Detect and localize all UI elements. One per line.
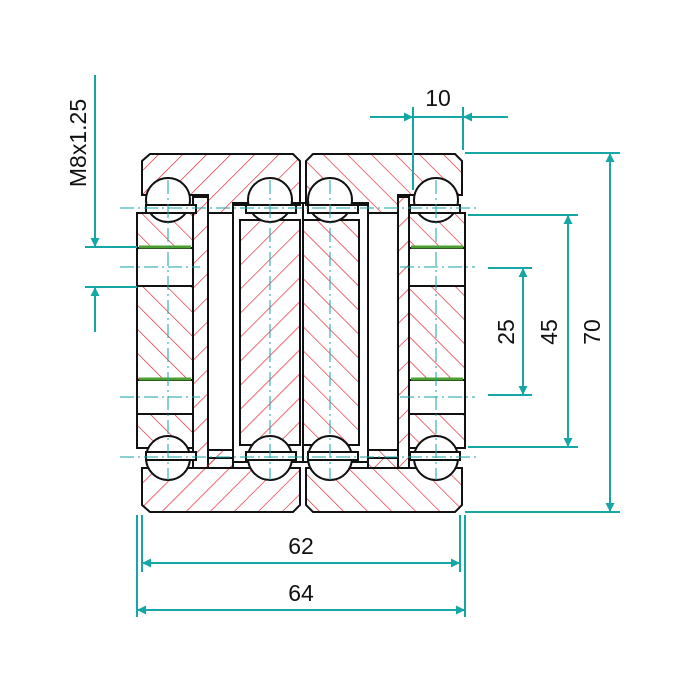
part-body	[120, 153, 480, 513]
oil-grooves	[139, 245, 463, 381]
dim-64-label: 64	[288, 580, 314, 606]
ball-retainers	[145, 204, 461, 461]
centerlines	[120, 180, 480, 480]
thread-label: M8x1.25	[65, 99, 91, 187]
dim-62-label: 62	[288, 533, 314, 559]
dim-10-label: 10	[425, 85, 451, 111]
dim-45-label: 45	[536, 319, 562, 345]
dimension-lines	[85, 107, 620, 617]
center-right-guide	[302, 219, 360, 446]
left-carriage	[192, 196, 234, 469]
right-carriage	[367, 196, 410, 469]
dim-70-label: 70	[579, 319, 605, 345]
dim-25-label: 25	[493, 319, 519, 345]
